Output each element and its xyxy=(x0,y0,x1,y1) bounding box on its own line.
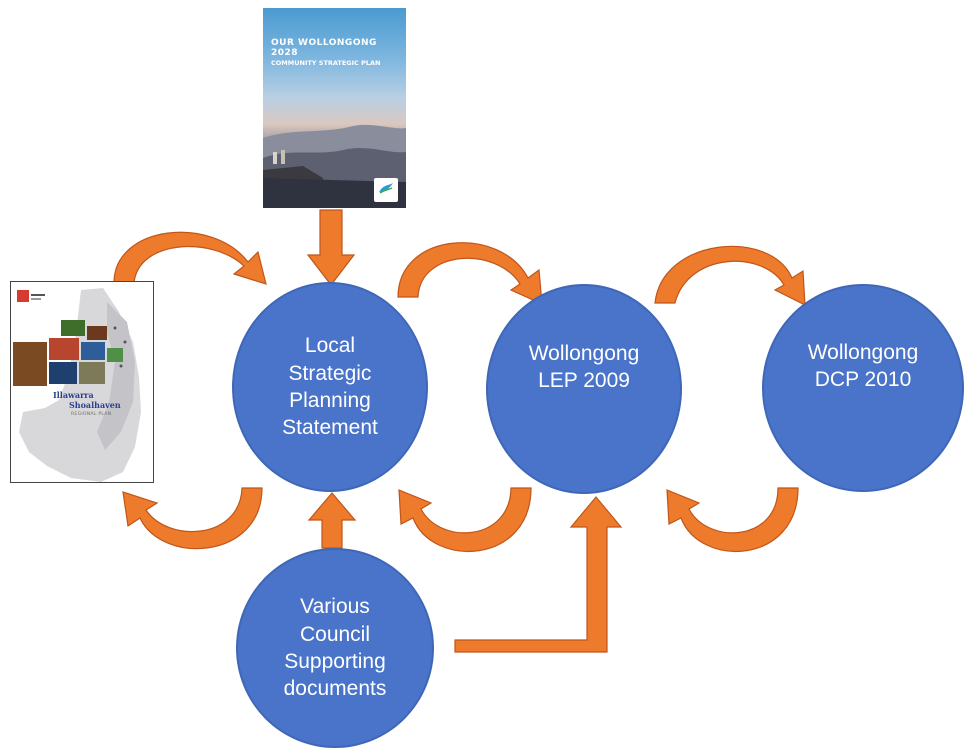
council-logo-icon xyxy=(374,178,398,202)
lep-to-lsps-arc xyxy=(398,487,532,553)
regional-plan-title-line1: Illawarra xyxy=(53,390,94,400)
lsps-node: Local Strategic Planning Statement xyxy=(232,282,428,492)
regional-plan-cover: Illawarra Shoalhaven REGIONAL PLAN xyxy=(10,281,154,483)
community-strategic-plan-cover: OUR WOLLONGONG 2028 COMMUNITY STRATEGIC … xyxy=(263,8,406,208)
lep-node-label: Wollongong LEP 2009 xyxy=(528,341,640,392)
lep-node: Wollongong LEP 2009 xyxy=(486,284,682,494)
lsps-to-lep-arc xyxy=(397,242,543,305)
community-plan-subtitle: COMMUNITY STRATEGIC PLAN xyxy=(271,59,381,67)
lsps-node-label: Local Strategic Planning Statement xyxy=(282,334,378,440)
regional-plan-subtitle: REGIONAL PLAN xyxy=(71,412,112,417)
dcp-node: Wollongong DCP 2010 xyxy=(762,284,964,492)
community-plan-title: OUR WOLLONGONG 2028 xyxy=(271,38,377,58)
supporting-documents-node: Various Council Supporting documents xyxy=(236,548,434,748)
regional-plan-title-line2: Shoalhaven xyxy=(69,400,121,410)
lep-to-dcp-arc xyxy=(654,245,806,307)
dcp-node-label: Wollongong DCP 2010 xyxy=(807,340,919,391)
supporting-to-lep-arrow xyxy=(454,496,623,653)
csp-to-lsps-arrow xyxy=(306,209,356,286)
landscape-photo xyxy=(263,124,406,208)
regional-to-lsps-arc xyxy=(113,231,267,285)
supporting-to-lsps-arrow xyxy=(307,492,357,549)
dcp-to-lep-arc xyxy=(666,487,799,553)
lsps-to-regional-arc xyxy=(122,487,263,550)
supporting-documents-label: Various Council Supporting documents xyxy=(283,595,387,701)
regional-map-graphic xyxy=(13,288,141,482)
